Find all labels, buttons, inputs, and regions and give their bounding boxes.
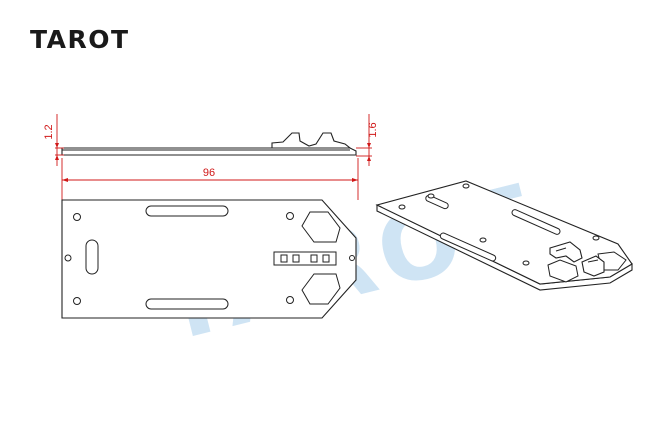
hole	[64, 254, 72, 262]
dimension-label-length: 96	[203, 167, 215, 179]
slot-vertical	[85, 239, 99, 275]
slot-bottom	[145, 298, 229, 310]
dimension-thickness-mount: 1.6	[356, 114, 379, 166]
dimension-length: 96	[61, 158, 359, 200]
isometric-view	[375, 180, 633, 291]
dimension-label-thickness-mount: 1.6	[367, 122, 379, 137]
brand-logo: TAROT	[30, 25, 130, 54]
clamp-bracket	[273, 251, 337, 266]
side-view-mount	[271, 132, 352, 149]
slot-top	[145, 205, 229, 217]
hole	[349, 255, 355, 261]
side-view	[61, 132, 357, 156]
iso-clamp-bracket	[549, 241, 583, 263]
hole	[286, 212, 294, 220]
dimension-thickness-plate: 1.2	[43, 114, 64, 166]
hex-cutout-top	[301, 211, 341, 243]
hole	[73, 297, 81, 305]
side-view-plate	[61, 147, 357, 156]
dimension-label-thickness-plate: 1.2	[43, 124, 55, 139]
top-view-plate	[61, 199, 357, 319]
hex-cutout-bottom	[301, 273, 341, 305]
hole	[73, 213, 81, 221]
iso-hex-cutout-left	[547, 259, 579, 283]
hole	[286, 296, 294, 304]
top-view	[61, 199, 357, 319]
